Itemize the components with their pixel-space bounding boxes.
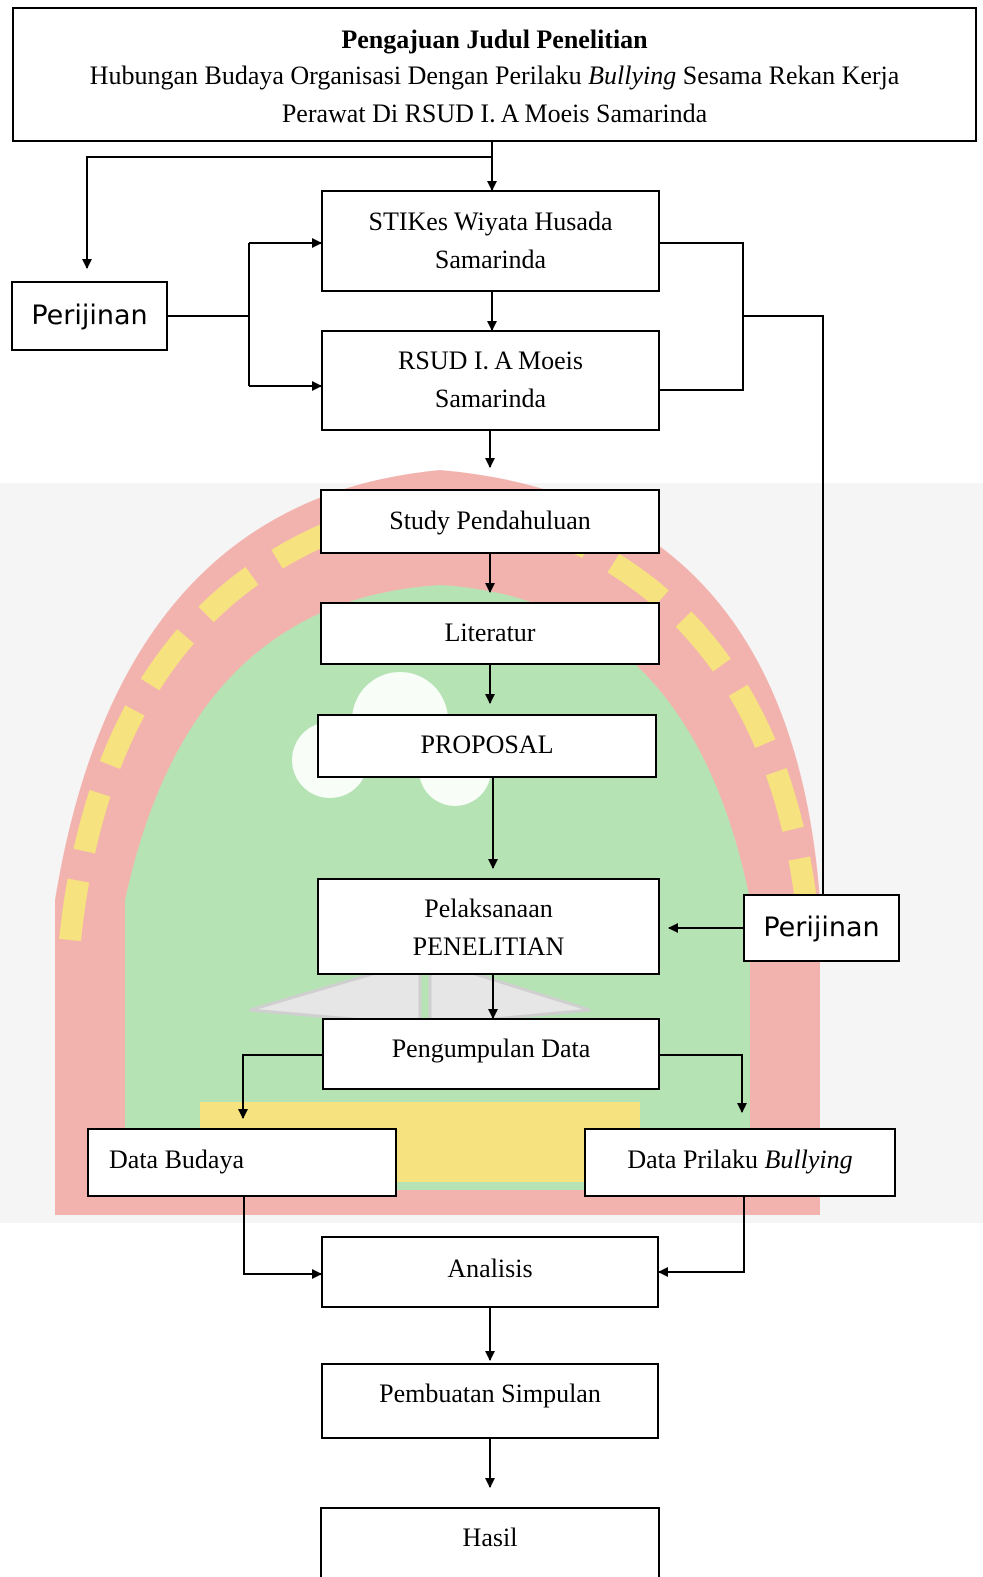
line-right-bracket <box>660 242 824 894</box>
node-data-bullying-pre: Data Prilaku <box>627 1145 765 1174</box>
node-rsud-line-1: RSUD I. A Moeis <box>398 346 583 375</box>
node-study-label: Study Pendahuluan <box>389 506 591 535</box>
title-box: Pengajuan Judul Penelitian Hubungan Buda… <box>12 7 977 142</box>
node-pembuatan-simpulan: Pembuatan Simpulan <box>321 1363 659 1439</box>
node-perijinan-left: Perijinan <box>11 281 168 351</box>
node-pelaksanaan-line-1: Pelaksanaan <box>424 894 553 923</box>
node-perijinan-left-label: Perijinan <box>31 300 148 331</box>
node-perijinan-right-label: Perijinan <box>763 912 880 943</box>
title-line-1-pre: Hubungan Budaya Organisasi Dengan Perila… <box>89 61 589 90</box>
title-line-2: Perawat Di RSUD I. A Moeis Samarinda <box>281 99 708 128</box>
node-hasil: Hasil <box>320 1507 660 1577</box>
title-line-1-italic: Bullying <box>588 61 677 90</box>
node-data-bullying-italic: Bullying <box>764 1145 853 1174</box>
node-analisis: Analisis <box>321 1236 659 1308</box>
arrow-to-data-budaya <box>238 1054 322 1119</box>
node-rsud: RSUD I. A Moeis Samarinda <box>321 330 660 431</box>
node-literatur-label: Literatur <box>444 618 536 647</box>
node-proposal: PROPOSAL <box>317 714 657 778</box>
node-stikes: STIKes Wiyata Husada Samarinda <box>321 190 660 292</box>
node-stikes-line-2: Samarinda <box>434 245 547 274</box>
node-literatur: Literatur <box>320 602 660 665</box>
node-study-pendahuluan: Study Pendahuluan <box>320 489 660 554</box>
title-heading: Pengajuan Judul Penelitian <box>341 25 648 54</box>
node-data-bullying-label: Data Prilaku Bullying <box>627 1141 852 1179</box>
arrow-perijinan-to-stikes <box>248 243 321 386</box>
node-pelaksanaan-line-2: PENELITIAN <box>412 932 565 961</box>
node-pelaksanaan: Pelaksanaan PENELITIAN <box>317 878 660 975</box>
node-pengumpulan-label: Pengumpulan Data <box>391 1034 591 1063</box>
arrow-budaya-to-analisis <box>243 1197 322 1279</box>
node-data-budaya-label: Data Budaya <box>109 1145 245 1174</box>
node-perijinan-right: Perijinan <box>743 894 900 962</box>
node-rsud-line-2: Samarinda <box>434 384 547 413</box>
node-proposal-label: PROPOSAL <box>420 730 554 759</box>
node-data-budaya: Data Budaya <box>87 1128 397 1197</box>
title-line-1-post: Sesama Rekan Kerja <box>676 61 900 90</box>
node-analisis-label: Analisis <box>447 1254 533 1283</box>
node-data-bullying: Data Prilaku Bullying <box>584 1128 896 1197</box>
arrow-title-to-perijinan-left <box>82 156 492 269</box>
arrow-to-data-bullying <box>660 1054 747 1113</box>
node-hasil-label: Hasil <box>462 1523 518 1552</box>
node-pengumpulan-data: Pengumpulan Data <box>322 1018 660 1090</box>
node-stikes-line-1: STIKes Wiyata Husada <box>368 207 613 236</box>
arrow-bullying-to-analisis <box>658 1197 745 1277</box>
title-line-1: Hubungan Budaya Organisasi Dengan Perila… <box>90 57 900 95</box>
node-simpulan-label: Pembuatan Simpulan <box>379 1379 601 1408</box>
